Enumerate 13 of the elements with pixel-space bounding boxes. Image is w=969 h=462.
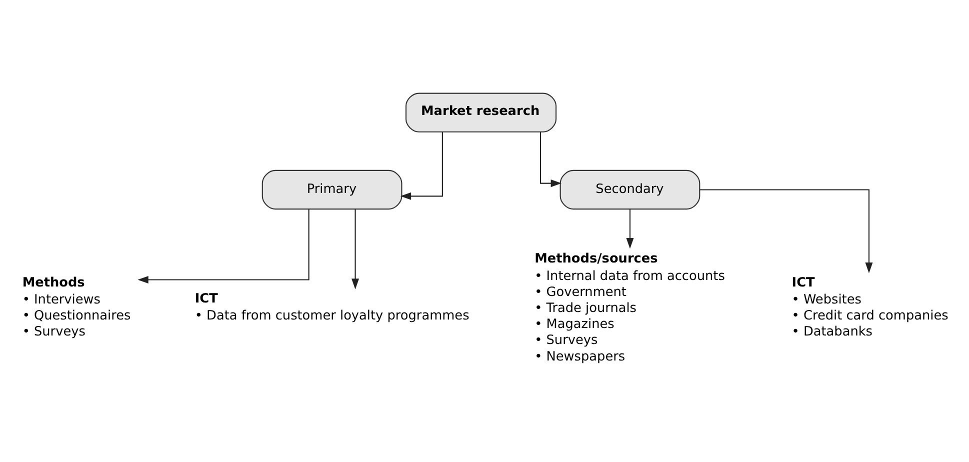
node-box: Secondary (560, 170, 700, 210)
arrow (138, 209, 310, 284)
arrow (540, 132, 562, 188)
node-box: Primary (262, 170, 402, 210)
node-text: ICT • Data from customer loyalty programmes (194, 291, 470, 324)
arrow (700, 189, 873, 274)
node-box: Market research (405, 92, 557, 132)
arrow (400, 132, 443, 200)
arrow (352, 209, 360, 290)
node-text: Methods/sources • Internal data from accounts • Government • Trade journals • Magazines • Surveys • Newspapers (534, 252, 725, 364)
node-text: Methods • Interviews • Questionnaires • Surveys (22, 275, 131, 340)
arrow (626, 209, 634, 249)
node-text: ICT • Websites • Credit card companies • Databanks (792, 275, 948, 340)
